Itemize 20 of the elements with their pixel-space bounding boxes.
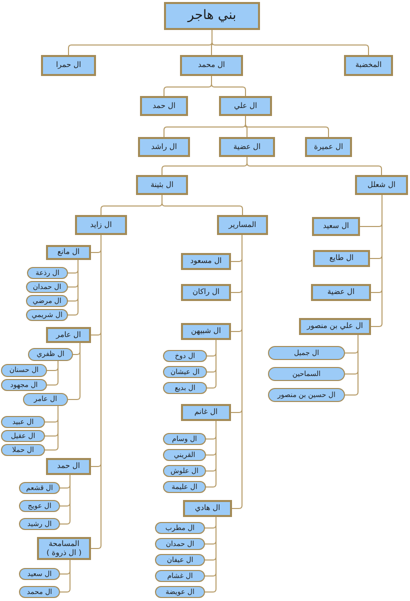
connector-line: [60, 560, 70, 592]
connector-line: [68, 342, 80, 400]
root-box: بني هاجر: [164, 2, 260, 30]
connector-line: [206, 340, 216, 388]
connector-line: [46, 360, 58, 386]
connector-line: [246, 156, 382, 176]
connector-line: [211, 76, 246, 96]
connector-line: [344, 334, 358, 396]
connector-line: [206, 420, 216, 488]
connector-line: [204, 516, 216, 592]
clan-box: [37, 537, 91, 560]
connector-line: [68, 260, 78, 316]
connector-line: [212, 30, 369, 56]
connector-line: [44, 406, 58, 450]
connector-line: [60, 474, 70, 524]
connector-line: [370, 194, 382, 327]
connector-line: [245, 116, 329, 138]
connector-line: [90, 234, 102, 549]
connector-line: [232, 234, 242, 509]
connector-line: [162, 194, 243, 216]
